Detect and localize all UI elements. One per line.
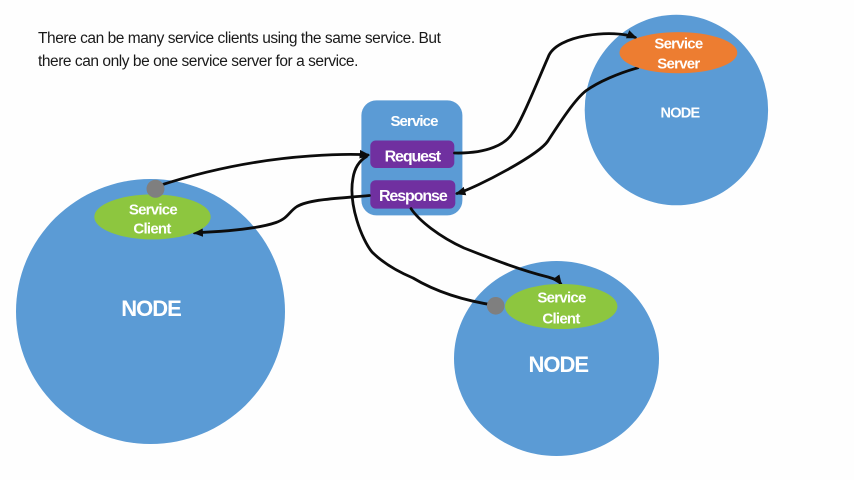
- svg-text:Client: Client: [542, 311, 580, 328]
- svg-text:Response: Response: [379, 188, 448, 205]
- svg-text:Client: Client: [133, 220, 171, 237]
- svg-text:Service: Service: [390, 113, 438, 130]
- svg-text:NODE: NODE: [661, 106, 701, 122]
- svg-text:NODE: NODE: [121, 296, 181, 321]
- svg-text:Server: Server: [657, 56, 700, 73]
- svg-text:There can be many service clie: There can be many service clients using …: [38, 30, 442, 47]
- svg-text:Request: Request: [385, 149, 442, 166]
- svg-text:Service: Service: [654, 36, 703, 53]
- svg-text:Service: Service: [129, 202, 178, 219]
- svg-text:NODE: NODE: [529, 352, 589, 377]
- svg-text:there can only be one service: there can only be one service server for…: [38, 53, 358, 70]
- svg-text:Service: Service: [537, 290, 586, 307]
